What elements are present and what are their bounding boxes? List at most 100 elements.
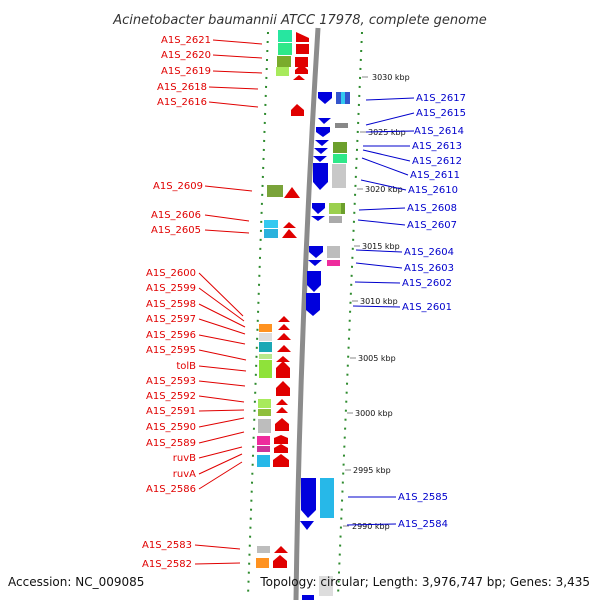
gene-label-a1s-2589[interactable]: A1S_2589 <box>146 438 196 449</box>
gene-block <box>329 203 342 214</box>
gene-label-a1s-2618[interactable]: A1S_2618 <box>157 82 207 93</box>
tick-label: 2990 kbp <box>352 522 390 531</box>
gene-block <box>258 409 271 416</box>
gene-label-a1s-2605[interactable]: A1S_2605 <box>151 225 201 236</box>
gene-label-a1s-2599[interactable]: A1S_2599 <box>146 283 196 294</box>
gene-label-a1s-2582[interactable]: A1S_2582 <box>142 559 192 570</box>
gene-arrow <box>315 140 329 146</box>
gene-arrow <box>276 361 290 378</box>
gene-block <box>258 399 271 408</box>
gene-block <box>319 576 333 596</box>
gene-label-a1s-2603[interactable]: A1S_2603 <box>404 263 454 274</box>
gene-arrow <box>284 187 300 198</box>
gene-block <box>327 246 340 258</box>
gene-label-a1s-2608[interactable]: A1S_2608 <box>407 203 457 214</box>
gene-arrow <box>296 44 309 54</box>
gene-block <box>257 455 270 467</box>
gene-arrow <box>291 104 304 116</box>
gene-label-tolb[interactable]: tolB <box>176 361 196 372</box>
gene-label-a1s-2621[interactable]: A1S_2621 <box>161 35 211 46</box>
gene-block <box>302 595 314 600</box>
gene-label-a1s-2596[interactable]: A1S_2596 <box>146 330 196 341</box>
tick-label: 3030 kbp <box>372 73 410 82</box>
gene-arrow <box>307 271 321 292</box>
gene-arrow <box>316 127 330 137</box>
gene-label-a1s-2584[interactable]: A1S_2584 <box>398 519 448 530</box>
gene-block <box>341 203 345 214</box>
gene-arrow <box>295 64 308 74</box>
gene-label-a1s-2617[interactable]: A1S_2617 <box>416 93 466 104</box>
gene-arrow <box>296 32 309 42</box>
gene-label-a1s-2619[interactable]: A1S_2619 <box>161 66 211 77</box>
gene-label-a1s-2615[interactable]: A1S_2615 <box>416 108 466 119</box>
gene-arrow <box>273 454 289 467</box>
inner-left-ring <box>247 31 269 597</box>
gene-label-ruvb[interactable]: ruvB <box>173 453 196 464</box>
gene-arrow <box>308 260 322 266</box>
gene-label-a1s-2592[interactable]: A1S_2592 <box>146 391 196 402</box>
gene-label-a1s-2604[interactable]: A1S_2604 <box>404 247 454 258</box>
gene-arrow <box>277 333 291 340</box>
gene-label-a1s-2591[interactable]: A1S_2591 <box>146 406 196 417</box>
gene-label-a1s-2601[interactable]: A1S_2601 <box>402 302 452 313</box>
gene-arrow <box>278 316 290 322</box>
gene-block <box>259 354 272 359</box>
gene-block <box>277 56 291 67</box>
gene-arrow <box>318 92 332 104</box>
gene-block <box>264 220 278 228</box>
gene-block <box>264 229 278 238</box>
gene-label-a1s-2602[interactable]: A1S_2602 <box>402 278 452 289</box>
gene-label-a1s-2600[interactable]: A1S_2600 <box>146 268 196 279</box>
gene-label-a1s-2612[interactable]: A1S_2612 <box>412 156 462 167</box>
gene-label-a1s-2611[interactable]: A1S_2611 <box>410 170 460 181</box>
gene-label-a1s-2614[interactable]: A1S_2614 <box>414 126 464 137</box>
gene-label-a1s-2586[interactable]: A1S_2586 <box>146 484 196 495</box>
gene-label-a1s-2598[interactable]: A1S_2598 <box>146 299 196 310</box>
gene-label-a1s-2610[interactable]: A1S_2610 <box>408 185 458 196</box>
gene-label-a1s-2606[interactable]: A1S_2606 <box>151 210 201 221</box>
genome-stats-label: Topology: circular; Length: 3,976,747 bp… <box>259 575 590 589</box>
gene-label-a1s-2585[interactable]: A1S_2585 <box>398 492 448 503</box>
genome-backbone <box>293 27 321 600</box>
gene-arrow <box>276 356 290 362</box>
right-leader-lines <box>346 97 415 526</box>
gene-arrow <box>318 118 331 124</box>
tick-label: 3005 kbp <box>358 354 396 363</box>
tick-label: 2995 kbp <box>353 466 391 475</box>
gene-label-ruva[interactable]: ruvA <box>173 469 196 480</box>
gene-label-a1s-2609[interactable]: A1S_2609 <box>153 181 203 192</box>
left-leader-lines <box>194 39 263 565</box>
gene-block <box>259 333 272 341</box>
gene-block <box>256 558 269 568</box>
tick-label: 3025 kbp <box>368 128 406 137</box>
gene-arrow <box>306 293 320 316</box>
gene-label-a1s-2590[interactable]: A1S_2590 <box>146 422 196 433</box>
gene-label-a1s-2613[interactable]: A1S_2613 <box>412 141 462 152</box>
gene-label-a1s-2616[interactable]: A1S_2616 <box>157 97 207 108</box>
gene-block <box>257 546 270 553</box>
forward-strand-genes <box>256 30 309 568</box>
gene-label-a1s-2620[interactable]: A1S_2620 <box>161 50 211 61</box>
gene-block <box>259 360 272 378</box>
gene-block <box>278 43 292 55</box>
gene-arrow <box>301 478 316 518</box>
outer-right-ring <box>337 31 363 597</box>
gene-block <box>333 142 347 153</box>
gene-arrow <box>273 555 287 568</box>
gene-block <box>257 446 270 452</box>
gene-arrow <box>274 546 288 553</box>
gene-block <box>278 30 292 42</box>
gene-arrow <box>313 163 328 190</box>
gene-block <box>332 164 346 188</box>
gene-arrow <box>277 345 291 352</box>
gene-label-a1s-2607[interactable]: A1S_2607 <box>407 220 457 231</box>
gene-block <box>267 185 283 197</box>
gene-label-a1s-2597[interactable]: A1S_2597 <box>146 314 196 325</box>
tick-label: 3000 kbp <box>355 409 393 418</box>
gene-label-a1s-2595[interactable]: A1S_2595 <box>146 345 196 356</box>
gene-label-a1s-2593[interactable]: A1S_2593 <box>146 376 196 387</box>
tick-label: 3010 kbp <box>360 297 398 306</box>
gene-arrow <box>314 148 328 154</box>
gene-label-a1s-2583[interactable]: A1S_2583 <box>142 540 192 551</box>
